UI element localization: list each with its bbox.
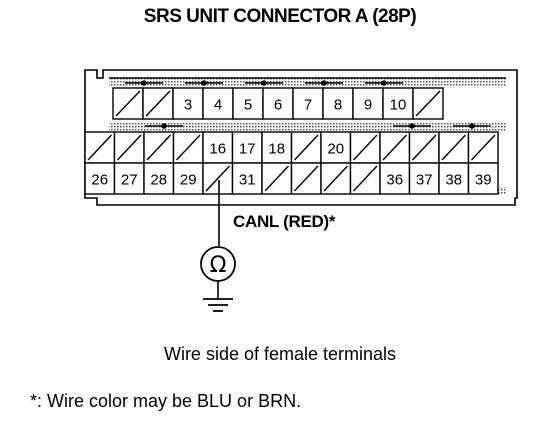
terminal-cell: [467, 131, 499, 164]
terminal-number: 9: [364, 97, 372, 114]
ohmmeter-icon: Ω: [200, 246, 236, 298]
terminal-cell: [438, 131, 470, 164]
terminal-cell: [349, 131, 381, 164]
terminal-number: 10: [390, 97, 407, 114]
unused-terminal-mark: [87, 134, 113, 161]
terminal-grid: 3 4 5 6 7 8 9 10 16 17 18 20 26 27 28 29 31 36 37 38 39: [84, 87, 499, 195]
terminal-cell: 20: [320, 131, 352, 164]
unused-terminal-mark: [175, 134, 201, 161]
unused-terminal-mark: [116, 134, 142, 161]
terminal-number: 4: [214, 97, 222, 114]
unused-terminal-mark: [411, 134, 437, 161]
terminal-number: 5: [244, 97, 252, 114]
terminal-number: 7: [304, 97, 312, 114]
unused-terminal-mark: [352, 165, 378, 192]
terminal-cell: 16: [202, 131, 234, 164]
caption: Wire side of female terminals: [163, 344, 397, 364]
terminal-number: 29: [180, 172, 197, 189]
terminal-cell: [261, 162, 293, 195]
terminal-cell: 26: [84, 162, 116, 195]
terminal-cell: 27: [113, 162, 145, 195]
terminal-cell: [320, 162, 352, 195]
unused-terminal-mark: [415, 90, 441, 117]
terminal-cell: [202, 162, 234, 195]
terminal-cell: [142, 87, 174, 120]
unused-terminal-mark: [115, 90, 141, 117]
terminal-cell: [172, 131, 204, 164]
unused-terminal-mark: [145, 90, 171, 117]
unused-terminal-mark: [382, 134, 408, 161]
terminal-cell: 28: [143, 162, 175, 195]
terminal-cell: 5: [232, 87, 264, 120]
terminal-cell: 38: [438, 162, 470, 195]
terminal-number: 17: [239, 141, 256, 158]
terminal-cell: [408, 131, 440, 164]
terminal-cell: [412, 87, 444, 120]
terminal-number: 38: [445, 172, 462, 189]
terminal-cell: 9: [352, 87, 384, 120]
terminal-cell: 39: [467, 162, 499, 195]
unused-terminal-mark: [293, 134, 319, 161]
terminal-number: 18: [268, 141, 285, 158]
terminal-number: 31: [239, 172, 256, 189]
ground-icon: [203, 298, 233, 312]
terminal-number: 3: [184, 97, 192, 114]
unused-terminal-mark: [146, 134, 172, 161]
svg-text:Ω: Ω: [210, 253, 227, 278]
terminal-cell: [349, 162, 381, 195]
terminal-cell: 7: [292, 87, 324, 120]
terminal-cell: [290, 131, 322, 164]
terminal-number: 20: [327, 141, 344, 158]
footnote: *: Wire color may be BLU or BRN.: [30, 391, 302, 411]
unused-terminal-mark: [264, 165, 290, 192]
terminal-number: 8: [334, 97, 342, 114]
unused-terminal-mark: [293, 165, 319, 192]
terminal-number: 6: [274, 97, 282, 114]
terminal-cell: 18: [261, 131, 293, 164]
terminal-cell: 17: [231, 131, 263, 164]
unused-terminal-mark: [352, 134, 378, 161]
unused-terminal-mark: [323, 165, 349, 192]
terminal-number: 28: [150, 172, 167, 189]
terminal-cell: [113, 131, 145, 164]
terminal-cell: 4: [202, 87, 234, 120]
terminal-cell: 10: [382, 87, 414, 120]
terminal-number: 16: [209, 141, 226, 158]
terminal-cell: 3: [172, 87, 204, 120]
terminal-cell: [143, 131, 175, 164]
terminal-cell: 6: [262, 87, 294, 120]
terminal-number: 26: [91, 172, 108, 189]
terminal-cell: 37: [408, 162, 440, 195]
terminal-number: 39: [475, 172, 492, 189]
terminal-cell: [84, 131, 116, 164]
wire-label: CANL (RED)*: [233, 212, 336, 231]
terminal-cell: 29: [172, 162, 204, 195]
terminal-number: 37: [416, 172, 433, 189]
unused-terminal-mark: [470, 134, 496, 161]
terminal-number: 27: [121, 172, 138, 189]
unused-terminal-mark: [205, 165, 231, 192]
terminal-cell: [290, 162, 322, 195]
terminal-cell: 8: [322, 87, 354, 120]
terminal-cell: [112, 87, 144, 120]
unused-terminal-mark: [441, 134, 467, 161]
terminal-cell: 31: [231, 162, 263, 195]
connector-keys: [125, 80, 491, 129]
terminal-cell: 36: [379, 162, 411, 195]
terminal-cell: [379, 131, 411, 164]
diagram-title: SRS UNIT CONNECTOR A (28P): [143, 6, 417, 27]
terminal-number: 36: [386, 172, 403, 189]
